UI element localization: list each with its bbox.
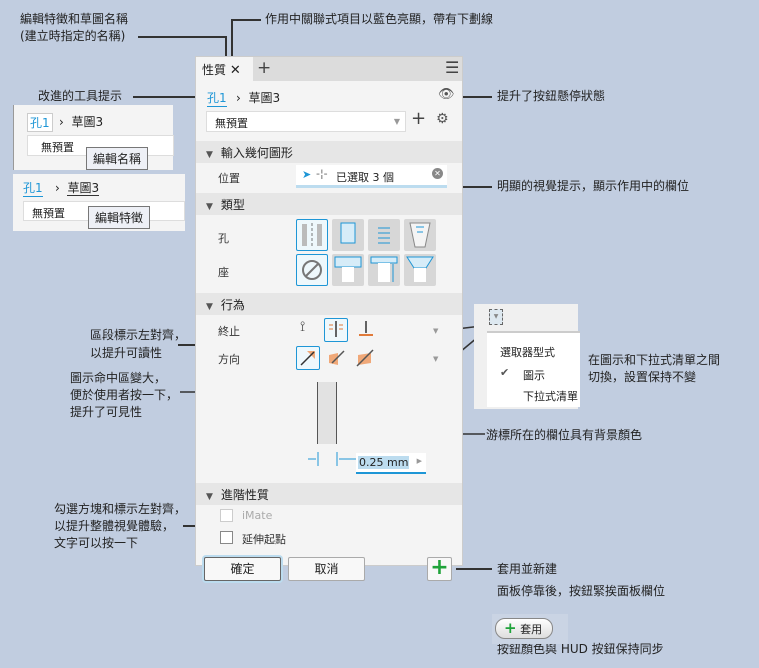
- add-tab-icon[interactable]: +: [257, 58, 272, 78]
- leader-line: [458, 96, 492, 98]
- termination-to-icon[interactable]: [356, 319, 376, 342]
- note-left-align-2: 以提升可讀性: [90, 346, 163, 360]
- crumb-feature[interactable]: 孔1: [27, 113, 53, 132]
- crumb-sketch[interactable]: › 草圖3: [59, 115, 104, 129]
- add-preset-icon[interactable]: +: [411, 108, 427, 129]
- tooltip-example-feature: 孔1 › 草圖3 無預置 編輯特徵: [13, 174, 185, 231]
- note-checkbox-3: 文字可以按一下: [54, 536, 139, 550]
- termination-dropdown-icon[interactable]: ▼: [433, 327, 439, 335]
- menu-item-dropdown[interactable]: 下拉式清單: [523, 390, 578, 403]
- leader-line: [456, 186, 492, 188]
- direction-default-icon[interactable]: [296, 346, 320, 370]
- crumb-feature[interactable]: 孔1: [207, 91, 227, 107]
- position-label: 位置: [218, 172, 240, 185]
- extend-start-checkbox[interactable]: [220, 531, 233, 544]
- position-value: 已選取 3 個: [336, 171, 394, 184]
- apply-new-button[interactable]: +: [427, 557, 452, 581]
- seat-spotface-icon[interactable]: [368, 254, 400, 286]
- note-icon-hit: 圖示命中區變大，: [70, 371, 167, 385]
- picker-toggle-icon[interactable]: ▼: [489, 309, 503, 325]
- note-cursor-bg: 游標所在的欄位具有背景顏色: [486, 428, 643, 442]
- leader-line: [138, 36, 226, 38]
- dimension-arrows: [308, 452, 356, 466]
- hud-area: + 套用: [492, 614, 568, 644]
- note-edit-names: 編輯特徵和草圖名稱: [20, 12, 129, 26]
- section-behavior[interactable]: ▼行為: [196, 293, 462, 315]
- seat-label: 座: [218, 266, 229, 279]
- leader-line: [133, 96, 201, 98]
- crosshair-icon: -¦-: [316, 167, 328, 180]
- note-hud-sync: 按鈕顏色與 HUD 按鈕保持同步: [497, 642, 664, 656]
- note-icon-hit-2: 便於使用者按一下，: [70, 388, 179, 402]
- tooltip-edit-feature: 編輯特徵: [88, 206, 151, 229]
- clear-icon[interactable]: ✕: [432, 168, 443, 179]
- seat-counterbore-icon[interactable]: [332, 254, 364, 286]
- section-type[interactable]: ▼類型: [196, 193, 462, 215]
- direction-symmetric-icon[interactable]: [354, 347, 376, 372]
- tooltip-example-name: 孔1 › 草圖3 無預置 編輯名稱: [13, 105, 174, 170]
- imate-label[interactable]: iMate: [242, 509, 273, 522]
- note-checkbox-2: 以提升整體視覺體驗，: [54, 519, 175, 533]
- check-icon: ✔: [500, 366, 510, 379]
- dimension-input[interactable]: 0.25 mm▶: [356, 453, 426, 474]
- direction-dropdown-icon[interactable]: ▼: [433, 355, 439, 363]
- note-toggle-2: 切換，設置保持不變: [588, 370, 697, 384]
- hole-tapered-icon[interactable]: [404, 219, 436, 251]
- plus-icon: +: [504, 619, 517, 637]
- seat-countersink-icon[interactable]: [404, 254, 436, 286]
- note-hover: 提升了按鈕懸停狀態: [497, 89, 606, 103]
- note-docked: 面板停靠後，按鈕緊挨面板欄位: [497, 584, 666, 598]
- note-edit-names-2: (建立時指定的名稱): [20, 29, 126, 43]
- note-left-align: 區段標示左對齊，: [90, 328, 187, 342]
- direction-label: 方向: [218, 353, 240, 366]
- tab-bar: 性質 ✕ + ☰: [196, 57, 462, 81]
- note-visual-cue: 明顯的視覺提示，顯示作用中的欄位: [497, 179, 690, 193]
- direction-flipped-icon[interactable]: [326, 347, 348, 372]
- hole-tapped-icon[interactable]: [368, 219, 400, 251]
- picker-style-popup: ▼ 選取器型式 ✔ 圖示 下拉式清單: [474, 304, 580, 409]
- hole-clearance-icon[interactable]: [332, 219, 364, 251]
- note-toggle: 在圖示和下拉式清單之間: [588, 353, 721, 367]
- leader-line: [456, 568, 492, 570]
- hud-apply-button[interactable]: + 套用: [495, 618, 553, 639]
- termination-through-all-icon[interactable]: [324, 318, 348, 342]
- preset-dropdown[interactable]: 無預置▼: [206, 111, 406, 132]
- ok-button[interactable]: 確定: [204, 557, 281, 581]
- picker-menu-title: 選取器型式: [500, 346, 555, 359]
- hole-preview: [317, 382, 337, 444]
- imate-checkbox[interactable]: [220, 509, 233, 522]
- note-context-highlight: 作用中關聯式項目以藍色亮顯，帶有下劃線: [265, 12, 494, 26]
- note-apply-new: 套用並新建: [497, 562, 558, 576]
- hole-label: 孔: [218, 232, 229, 245]
- note-checkbox: 勾選方塊和標示左對齊，: [54, 502, 187, 516]
- close-icon[interactable]: ✕: [229, 63, 241, 78]
- termination-label: 終止: [218, 325, 240, 338]
- termination-distance-icon[interactable]: ⟟: [300, 319, 306, 335]
- note-icon-hit-3: 提升了可見性: [70, 405, 143, 419]
- properties-panel: 性質 ✕ + ☰ 孔1 › 草圖3 👁 無預置▼ + ⚙ ▼輸入幾何圖形 位置 …: [195, 56, 463, 581]
- section-advanced[interactable]: ▼進階性質: [196, 483, 462, 505]
- picker-menu: 選取器型式 ✔ 圖示 下拉式清單: [487, 331, 580, 407]
- menu-item-icon[interactable]: 圖示: [523, 369, 545, 382]
- extend-start-label[interactable]: 延伸起點: [242, 533, 286, 546]
- eye-icon[interactable]: 👁: [438, 87, 455, 102]
- menu-icon[interactable]: ☰: [445, 58, 460, 77]
- crumb-sketch[interactable]: › 草圖3: [55, 181, 100, 196]
- note-tooltip: 改進的工具提示: [38, 89, 123, 103]
- section-input-geometry[interactable]: ▼輸入幾何圖形: [196, 141, 462, 163]
- cursor-icon: ➤: [302, 168, 312, 181]
- leader-line: [231, 19, 261, 21]
- cancel-button[interactable]: 取消: [288, 557, 365, 581]
- gear-icon[interactable]: ⚙: [436, 111, 449, 127]
- crumb-feature[interactable]: 孔1: [23, 181, 43, 197]
- seat-none-icon[interactable]: [296, 254, 328, 286]
- tooltip-edit-name: 編輯名稱: [86, 147, 149, 170]
- crumb-sketch[interactable]: › 草圖3: [236, 91, 281, 105]
- position-selector[interactable]: ➤ -¦- 已選取 3 個 ✕: [296, 165, 447, 188]
- tab-properties[interactable]: 性質 ✕: [196, 57, 253, 81]
- hole-simple-icon[interactable]: [296, 219, 328, 251]
